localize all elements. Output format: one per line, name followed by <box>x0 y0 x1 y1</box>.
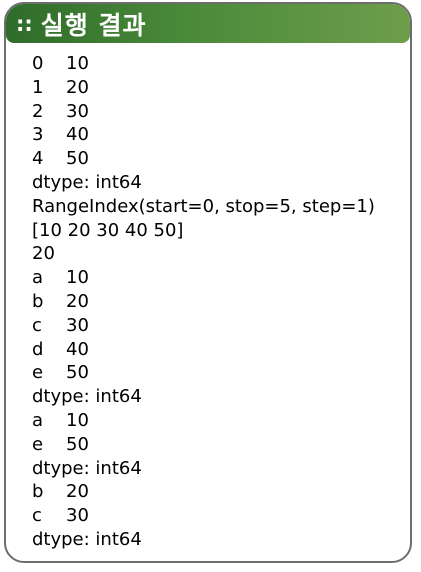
output-row: 3 40 <box>32 123 375 147</box>
output-row: 2 30 <box>32 100 375 124</box>
row-value: 50 <box>66 433 89 455</box>
output-row: a 10 <box>32 266 375 290</box>
row-value: 40 <box>66 124 89 146</box>
dtype-line: dtype: int64 <box>32 171 142 193</box>
row-value: 10 <box>66 53 89 74</box>
output-row: 1 20 <box>32 76 375 100</box>
output-row: b 20 <box>32 480 375 504</box>
result-title-bar: :: 실행 결과 <box>6 4 410 43</box>
output-row: a 10 <box>32 409 375 433</box>
execution-output: 0 10 1 20 2 30 3 40 4 50 dtype: int64 RangeIn… <box>32 52 375 552</box>
row-value: 30 <box>66 505 89 527</box>
row-value: 40 <box>66 338 89 360</box>
row-value: 10 <box>66 409 89 431</box>
output-row: c 30 <box>32 504 375 528</box>
row-index: 4 <box>32 148 44 170</box>
output-row: 0 10 <box>32 52 375 76</box>
row-index: c <box>32 314 42 336</box>
row-index: a <box>32 409 44 431</box>
row-value: 20 <box>66 481 89 503</box>
row-index: b <box>32 481 44 503</box>
row-value: 10 <box>66 267 89 289</box>
row-index: e <box>32 362 44 384</box>
row-value: 30 <box>66 314 89 336</box>
row-index: 3 <box>32 124 44 146</box>
row-value: 50 <box>66 148 89 170</box>
row-index: b <box>32 290 44 312</box>
output-row: d 40 <box>32 338 375 362</box>
output-row: e 50 <box>32 433 375 457</box>
dtype-line: dtype: int64 <box>32 528 142 550</box>
row-value: 20 <box>66 290 89 312</box>
dtype-line: dtype: int64 <box>32 386 142 408</box>
row-index: d <box>32 338 44 360</box>
output-row: b 20 <box>32 290 375 314</box>
output-row: c 30 <box>32 314 375 338</box>
row-value: 20 <box>66 76 89 98</box>
output-row: 4 50 <box>32 147 375 171</box>
row-index: 0 <box>32 53 44 74</box>
range-index-line: RangeIndex(start=0, stop=5, step=1) <box>32 195 375 217</box>
row-index: a <box>32 267 44 289</box>
row-index: 2 <box>32 100 44 122</box>
row-value: 30 <box>66 100 89 122</box>
row-index: c <box>32 505 42 527</box>
output-row: e 50 <box>32 361 375 385</box>
title-prefix: :: <box>16 11 33 36</box>
values-array-line: [10 20 30 40 50] <box>32 219 184 241</box>
single-value-line: 20 <box>32 243 55 265</box>
dtype-line: dtype: int64 <box>32 457 142 479</box>
row-index: e <box>32 433 44 455</box>
row-index: 1 <box>32 76 44 98</box>
row-value: 50 <box>66 362 89 384</box>
panel-title: 실행 결과 <box>40 10 147 40</box>
